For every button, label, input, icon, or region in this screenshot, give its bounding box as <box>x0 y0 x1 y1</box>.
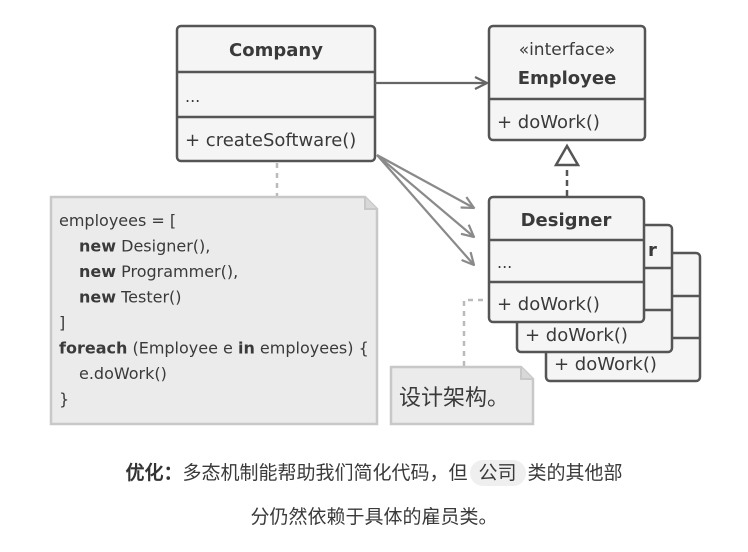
code-line: new Designer(), <box>79 237 210 256</box>
design-note-connector <box>462 298 488 366</box>
code-keyword: new <box>79 237 116 256</box>
dependency-arrow-programmer <box>376 154 474 237</box>
code-line: new Programmer(), <box>79 262 238 281</box>
dependency-arrow-designer <box>376 154 474 208</box>
code-text: e.doWork() <box>79 364 167 383</box>
code-text: Programmer(), <box>116 262 238 281</box>
code-line: e.doWork() <box>79 364 167 383</box>
designer-class-box: Designer ... + doWork() <box>487 195 646 324</box>
design-note: 设计架构。 <box>389 365 535 426</box>
company-name: Company <box>229 40 323 61</box>
employee-interface-box: «interface» Employee + doWork() <box>487 24 647 142</box>
realization-arrow <box>553 143 581 196</box>
tester-method: + doWork() <box>554 354 657 375</box>
employee-name: Employee <box>518 68 617 89</box>
company-fields: ... <box>185 87 200 106</box>
code-keyword: foreach <box>59 339 127 358</box>
code-text: } <box>59 390 69 409</box>
code-text: employees) { <box>255 339 369 358</box>
company-method: + createSoftware() <box>185 130 356 151</box>
code-line: new Tester() <box>79 288 182 307</box>
code-line: foreach (Employee e in employees) { <box>59 339 369 358</box>
code-text: Designer(), <box>116 237 210 256</box>
code-keyword: new <box>79 288 116 307</box>
design-note-text: 设计架构。 <box>399 386 509 411</box>
code-text: (Employee e <box>127 339 238 358</box>
code-line: ] <box>59 313 65 332</box>
employee-method: + doWork() <box>497 112 600 133</box>
code-text: employees = [ <box>59 211 176 230</box>
programmer-method: + doWork() <box>525 325 628 346</box>
designer-name: Designer <box>521 210 612 231</box>
code-keyword: in <box>238 339 255 358</box>
code-text: Tester() <box>116 288 182 307</box>
dependency-arrow-tester <box>376 154 474 265</box>
company-class-chip: 公司 <box>469 460 526 486</box>
caption-line-1: 优化：多态机制能帮助我们简化代码，但公司类的其他部 <box>0 458 748 486</box>
company-class-box: Company ... + createSoftware() <box>175 24 377 163</box>
employee-stereotype: «interface» <box>519 40 616 60</box>
caption-line-2: 分仍然依赖于具体的雇员类。 <box>250 506 498 528</box>
caption-text-before: 多态机制能帮助我们简化代码，但 <box>182 462 468 484</box>
designer-fields: ... <box>497 253 512 272</box>
programmer-name: r <box>648 240 657 261</box>
code-note: employees = [new Designer(),new Programm… <box>49 195 379 426</box>
code-line: } <box>59 390 69 409</box>
caption-text-after: 类的其他部 <box>527 462 623 484</box>
code-text: ] <box>59 313 65 332</box>
designer-method: + doWork() <box>497 294 600 315</box>
caption-label: 优化： <box>125 462 183 484</box>
class-diagram: + doWork() r + doWork() Designer ... + d… <box>49 24 702 426</box>
code-keyword: new <box>79 262 116 281</box>
code-lines: employees = [new Designer(),new Programm… <box>59 211 369 409</box>
code-line: employees = [ <box>59 211 176 230</box>
